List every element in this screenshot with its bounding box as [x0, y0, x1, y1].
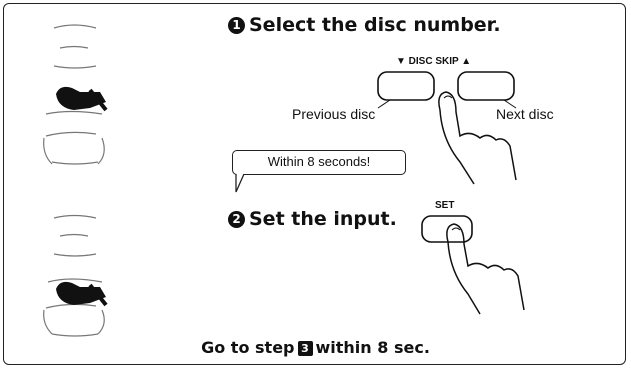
- prev-disc-caption: Previous disc: [292, 106, 376, 122]
- next-disc-button: [457, 71, 515, 101]
- tip-bubble: Within 8 seconds!: [232, 150, 406, 175]
- instruction-panel: [3, 3, 626, 365]
- bubble-tail: [235, 173, 245, 193]
- step1-title: Select the disc number.: [249, 14, 501, 36]
- step2-number: 2: [228, 211, 245, 228]
- footer-prefix: Go to step: [201, 338, 295, 357]
- tip-text: Within 8 seconds!: [267, 154, 371, 169]
- step1-number: 1: [228, 17, 245, 34]
- finger-press-icon: [438, 91, 517, 185]
- set-label: SET: [435, 200, 455, 211]
- pointing-hand-icon: [56, 281, 108, 307]
- remote-control-icon: [43, 24, 105, 165]
- finger-press-icon: [446, 223, 525, 315]
- step-ref-badge: 3: [297, 341, 313, 356]
- disc-skip-buttons: [377, 71, 517, 109]
- remote-control-icon: [43, 214, 105, 337]
- next-disc-caption: Next disc: [496, 106, 554, 122]
- disc-skip-label: ▼ DISC SKIP ▲: [396, 56, 472, 67]
- step2-title: Set the input.: [249, 208, 397, 230]
- pointing-hand-icon: [56, 86, 108, 112]
- footer-suffix: within 8 sec.: [315, 338, 430, 357]
- prev-disc-button: [377, 71, 435, 101]
